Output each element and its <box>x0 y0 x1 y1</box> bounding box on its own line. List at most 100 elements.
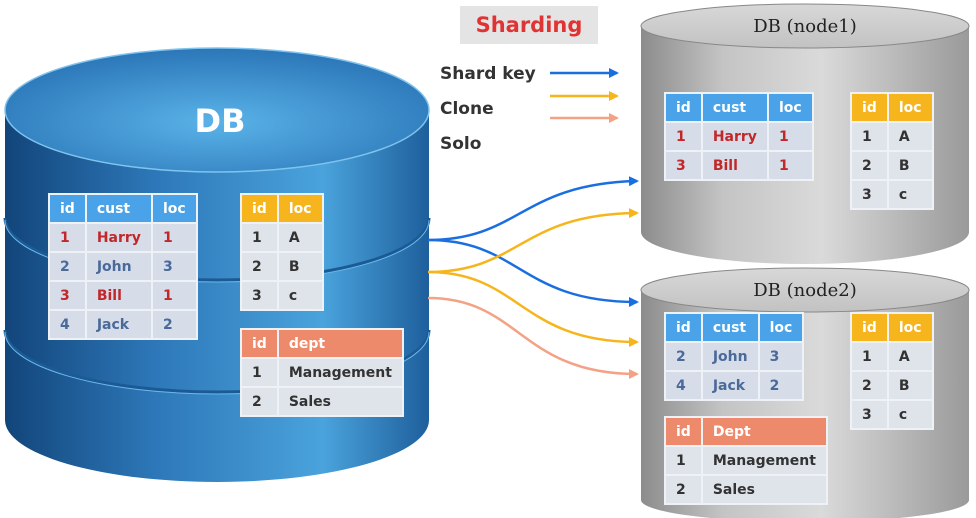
table-cell: John <box>86 253 151 280</box>
table-cell: 1 <box>152 282 196 309</box>
table-cell: Sales <box>278 388 402 415</box>
sharding-title: Sharding <box>460 6 598 44</box>
table-cell: Management <box>278 359 402 386</box>
column-header: id <box>242 195 277 222</box>
column-header: id <box>666 314 701 341</box>
column-header: loc <box>888 94 932 121</box>
solo-arrow-node2 <box>427 296 639 379</box>
clone-arrow-node2 <box>427 270 639 347</box>
table-cell: 2 <box>152 311 196 338</box>
table-cell: Bill <box>702 152 767 179</box>
column-header: loc <box>768 94 812 121</box>
table-cell: 3 <box>242 282 277 309</box>
column-header: id <box>666 418 701 445</box>
column-header: cust <box>702 94 767 121</box>
table-cell: 4 <box>666 372 701 399</box>
table-cell: A <box>278 224 322 251</box>
table-cell: 2 <box>759 372 803 399</box>
legend-shard-key-label: Shard key <box>440 64 536 84</box>
table-cell: 2 <box>666 476 701 503</box>
column-header: loc <box>759 314 803 341</box>
table-cell: 1 <box>50 224 85 251</box>
table-cell: B <box>888 372 932 399</box>
table-cell: 1 <box>152 224 196 251</box>
table-cell: 3 <box>152 253 196 280</box>
table-cell: 1 <box>852 343 887 370</box>
table-cell: Sales <box>702 476 826 503</box>
table-cell: 2 <box>242 253 277 280</box>
shard-key-arrow-node1 <box>427 176 639 242</box>
node2-title: DB (node2) <box>753 280 857 301</box>
legend-solo-label: Solo <box>440 134 482 154</box>
clone-arrow-node1 <box>427 208 639 274</box>
table-cell: B <box>888 152 932 179</box>
column-header: Dept <box>702 418 826 445</box>
column-header: id <box>50 195 85 222</box>
table-cell: 3 <box>50 282 85 309</box>
table-cell: 2 <box>852 372 887 399</box>
table-cell: 1 <box>242 224 277 251</box>
column-header: dept <box>278 330 402 357</box>
table-cell: 3 <box>666 152 701 179</box>
table-cell: 3 <box>759 343 803 370</box>
table-cell: 4 <box>50 311 85 338</box>
table-cell: 1 <box>768 123 812 150</box>
shard-key-arrow-node2 <box>427 238 639 307</box>
table-cell: 1 <box>666 123 701 150</box>
table-cell: Harry <box>702 123 767 150</box>
table-cell: 3 <box>852 401 887 428</box>
table-cell: c <box>888 181 932 208</box>
table-cell: Bill <box>86 282 151 309</box>
table-cell: Jack <box>702 372 758 399</box>
table-cell: A <box>888 123 932 150</box>
column-header: loc <box>888 314 932 341</box>
table-cell: 1 <box>768 152 812 179</box>
table-cell: 2 <box>666 343 701 370</box>
column-header: cust <box>86 195 151 222</box>
node1-title: DB (node1) <box>753 16 857 37</box>
table-cell: 2 <box>852 152 887 179</box>
table-cell: Management <box>702 447 826 474</box>
column-header: id <box>666 94 701 121</box>
table-cell: 1 <box>666 447 701 474</box>
table-cell: B <box>278 253 322 280</box>
